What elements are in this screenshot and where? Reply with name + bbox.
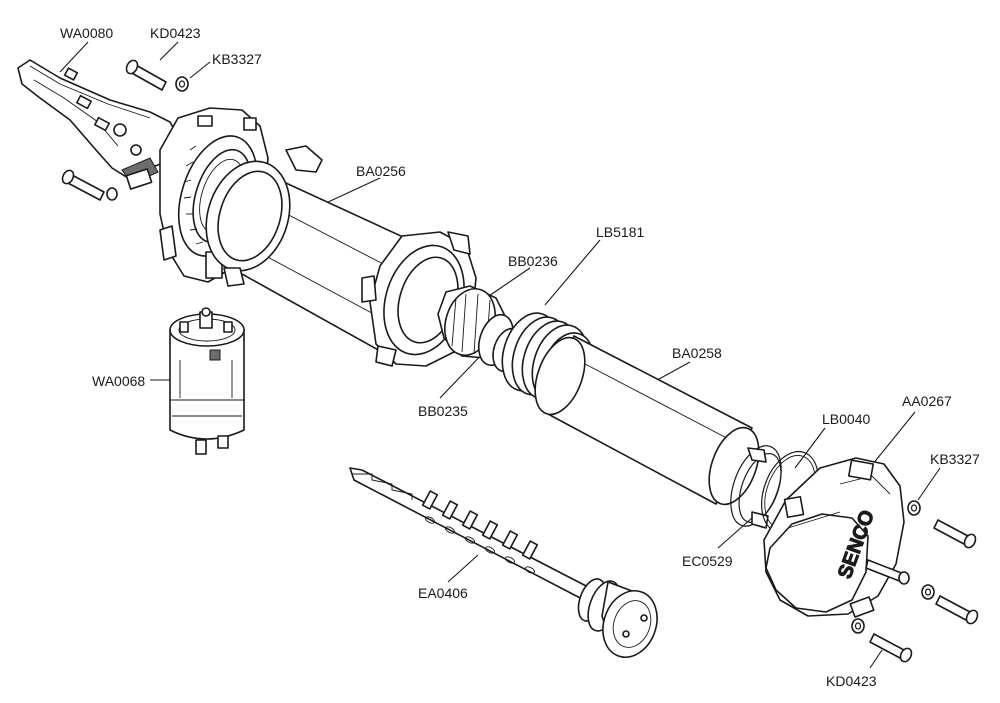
label-kd0423-top: KD0423: [150, 25, 201, 41]
kb3327-right-washer-part: [907, 500, 921, 516]
label-aa0267: AA0267: [902, 393, 952, 409]
leader-ec0529: [717, 517, 753, 549]
label-bb0236: BB0236: [508, 253, 558, 269]
label-ba0256: BA0256: [356, 163, 406, 179]
leader-lb0040: [794, 427, 826, 469]
label-wa0068: WA0068: [92, 373, 145, 389]
ea0406-drive-part: [349, 467, 658, 658]
wa0068-motor-part: [169, 307, 245, 455]
aa0267-endcap-part: SENCO: [763, 457, 910, 618]
leader-wa0080: [59, 41, 89, 73]
label-lb5181: LB5181: [596, 224, 644, 240]
label-wa0080: WA0080: [60, 25, 113, 41]
leader-lb5181: [544, 239, 601, 306]
label-kd0423-bottom: KD0423: [826, 673, 877, 689]
leader-kb3327-right: [917, 467, 941, 501]
label-ec0529: EC0529: [682, 553, 733, 569]
right-screw-2-part: [935, 595, 979, 625]
label-kb3327-top: KB3327: [212, 51, 262, 67]
right-screw-1-part: [933, 519, 977, 549]
ba0258-tube-part: [534, 335, 760, 506]
kd0423-top-screw-part: [125, 59, 167, 91]
label-bb0235: BB0235: [418, 403, 468, 419]
leader-ea0406: [447, 554, 479, 583]
label-kb3327-right: KB3327: [930, 451, 980, 467]
leader-kd0423-top: [159, 41, 179, 61]
leader-aa0267: [867, 411, 916, 471]
ec0529-ring-part: [730, 445, 782, 529]
label-ba0258: BA0258: [672, 345, 722, 361]
right-washer-2-part: [921, 584, 935, 600]
leader-lines: [59, 41, 941, 669]
label-lb0040: LB0040: [822, 411, 870, 427]
label-ea0406: EA0406: [418, 585, 468, 601]
ba0256-cylinder-part: [205, 145, 477, 367]
kb3327-top-washer-part: [175, 76, 189, 92]
leader-kb3327-top: [189, 61, 211, 79]
kd0423-bottom-screw-part: [869, 633, 913, 663]
part-labels: WA0080 KD0423 KB3327 BA0256 LB5181 BB023…: [60, 25, 980, 689]
kd0423-bottom-washer-part: [851, 618, 865, 634]
leader-kd0423-bottom: [869, 649, 883, 669]
left-screw-part: [61, 169, 118, 201]
